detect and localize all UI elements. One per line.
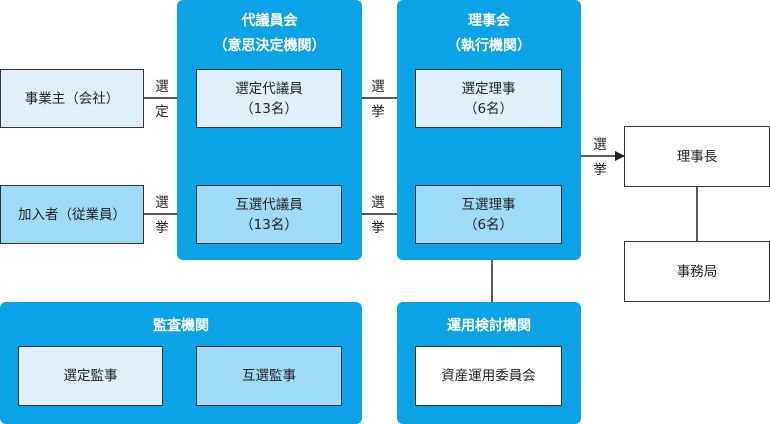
appointed-directors-count: （6名） <box>463 100 514 117</box>
appointed-delegates-count: （13名） <box>240 100 298 117</box>
appointed-auditor-box: 選定監事 <box>18 346 163 406</box>
elected-directors-count: （6名） <box>463 216 514 233</box>
delegates-panel-title: 代議員会 <box>241 13 298 29</box>
secretariat-box: 事務局 <box>624 241 770 302</box>
employer-selection-label-1: 選 <box>155 79 169 95</box>
board-panel-subtitle: （執行機関） <box>447 38 531 54</box>
board-panel-title: 理事会 <box>468 13 510 29</box>
delegates-panel-subtitle: （意思決定機関） <box>213 38 326 54</box>
appointed-delegates-election-label-1: 選 <box>371 79 385 95</box>
member-election-label-2: 挙 <box>155 220 169 236</box>
elected-delegates-election-label-1: 選 <box>371 195 385 211</box>
member-box: 加入者（従業員） <box>0 185 144 244</box>
elected-auditor-box: 互選監事 <box>196 346 342 406</box>
secretariat-label: 事務局 <box>676 263 718 280</box>
audit-panel-title: 監査機関 <box>153 318 209 334</box>
investment-committee-box: 資産運用委員会 <box>415 346 562 406</box>
appointed-delegates-label: 選定代議員 <box>235 80 303 97</box>
appointed-directors-label: 選定理事 <box>461 80 516 97</box>
employer-label: 事業主（会社） <box>24 90 120 107</box>
chairman-election-label-2: 挙 <box>593 162 607 178</box>
elected-directors-label: 互選理事 <box>461 196 516 213</box>
employer-box: 事業主（会社） <box>0 69 144 128</box>
appointed-directors-box: 選定理事 （6名） <box>415 69 562 128</box>
investment-panel-title: 運用検討機関 <box>447 318 531 334</box>
appointed-auditor-label: 選定監事 <box>63 368 118 384</box>
elected-delegates-label: 互選代議員 <box>235 196 303 213</box>
appointed-delegates-election-label-2: 挙 <box>371 104 385 120</box>
chairman-label: 理事長 <box>676 148 718 165</box>
elected-auditor-label: 互選監事 <box>242 368 296 384</box>
elected-delegates-box: 互選代議員 （13名） <box>196 185 342 244</box>
elected-directors-box: 互選理事 （6名） <box>415 185 562 244</box>
investment-committee-label: 資産運用委員会 <box>441 368 536 384</box>
chairman-election-label-1: 選 <box>593 137 607 153</box>
appointed-delegates-box: 選定代議員 （13名） <box>196 69 342 128</box>
member-election-label-1: 選 <box>155 195 169 211</box>
employer-selection-label-2: 定 <box>155 104 169 120</box>
elected-delegates-election-label-2: 挙 <box>371 220 385 236</box>
chairman-box: 理事長 <box>624 126 770 187</box>
elected-delegates-count: （13名） <box>240 216 298 233</box>
member-label: 加入者（従業員） <box>18 206 126 223</box>
